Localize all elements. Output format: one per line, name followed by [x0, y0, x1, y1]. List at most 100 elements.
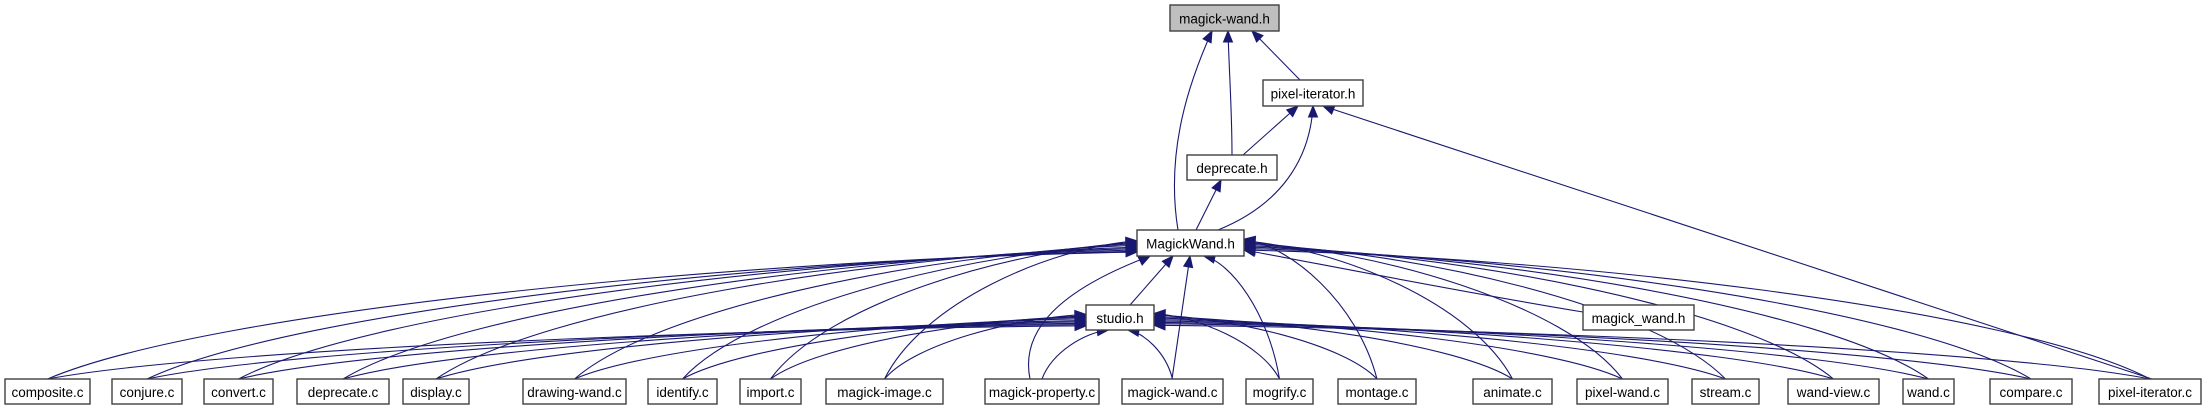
node-box[interactable]: [739, 378, 802, 405]
edges-layer: [47, 29, 2153, 380]
node-box[interactable]: [1085, 304, 1155, 331]
node-studio-h[interactable]: studio.h: [1085, 304, 1155, 331]
edge-line: [1041, 329, 1109, 380]
node-box[interactable]: [4, 378, 91, 405]
node-label: pixel-iterator.h: [1271, 87, 1356, 102]
node-box[interactable]: [1989, 378, 2073, 405]
edge-line: [47, 325, 1087, 380]
node-conjure-c[interactable]: conjure.c: [111, 378, 183, 405]
arrowhead-icon: [1251, 30, 1264, 43]
node-animate-c[interactable]: animate.c: [1472, 378, 1553, 405]
edge-magick-image-c-to-studio-h: [884, 309, 1088, 380]
node-stream-c[interactable]: stream.c: [1691, 378, 1760, 405]
edge-pixel-iterator-c-to-MagickWand-h: [1242, 245, 2151, 380]
node-magick-wand-c[interactable]: magick-wand.c: [1121, 378, 1224, 405]
edge-line: [1243, 247, 2032, 380]
arrowhead-icon: [1321, 105, 1336, 116]
node-magick_wand-h[interactable]: magick_wand.h: [1582, 304, 1695, 331]
node-box[interactable]: [1186, 154, 1278, 181]
edge-line: [682, 243, 1138, 380]
node-convert-c[interactable]: convert.c: [203, 378, 274, 405]
edge-line: [1242, 105, 1299, 156]
node-composite-c[interactable]: composite.c: [4, 378, 91, 405]
node-box[interactable]: [647, 378, 718, 405]
edge-MagickWand-h-to-pixel-iterator-h: [1217, 104, 1319, 231]
edge-line: [1243, 249, 1584, 313]
node-box[interactable]: [1576, 378, 1669, 405]
node-label: pixel-iterator.c: [2108, 385, 2192, 400]
node-box[interactable]: [1691, 378, 1760, 405]
node-magick-image-c[interactable]: magick-image.c: [825, 378, 944, 405]
edge-line: [1243, 238, 1378, 380]
edge-line: [342, 321, 1087, 380]
node-box[interactable]: [2098, 378, 2202, 405]
node-pixel-iterator-c[interactable]: pixel-iterator.c: [2098, 378, 2202, 405]
node-box[interactable]: [825, 378, 944, 405]
edge-import-c-to-MagickWand-h: [770, 237, 1139, 380]
node-label: convert.c: [211, 385, 266, 400]
edge-line: [238, 322, 1087, 380]
node-pixel-wand-c[interactable]: pixel-wand.c: [1576, 378, 1669, 405]
node-label: magick-wand.c: [1127, 385, 1217, 400]
edge-line: [1243, 249, 2151, 380]
node-box[interactable]: [1121, 378, 1224, 405]
node-box[interactable]: [296, 378, 390, 405]
node-montage-c[interactable]: montage.c: [1337, 378, 1417, 405]
node-magick-property-c[interactable]: magick-property.c: [984, 378, 1100, 405]
node-box[interactable]: [402, 378, 470, 405]
node-identify-c[interactable]: identify.c: [647, 378, 718, 405]
edge-line: [1028, 255, 1151, 380]
node-box[interactable]: [203, 378, 274, 405]
node-drawing-wand-c[interactable]: drawing-wand.c: [522, 378, 627, 405]
node-box[interactable]: [1245, 378, 1314, 405]
edge-line: [1153, 314, 1378, 380]
edge-deprecate-h-to-pixel-iterator-h: [1242, 105, 1299, 156]
node-deprecate-h[interactable]: deprecate.h: [1186, 154, 1278, 181]
edge-line: [1153, 317, 1623, 380]
node-box[interactable]: [1787, 378, 1880, 405]
node-box[interactable]: [1262, 79, 1364, 107]
node-box[interactable]: [1337, 378, 1417, 405]
node-label: magick-property.c: [989, 385, 1096, 400]
arrowhead-icon: [1137, 255, 1152, 266]
node-box[interactable]: [111, 378, 183, 405]
edge-line: [884, 313, 1087, 380]
edge-line: [574, 318, 1087, 380]
node-wand-c[interactable]: wand.c: [1902, 378, 1955, 405]
node-label: magick-image.c: [837, 385, 932, 400]
node-display-c[interactable]: display.c: [402, 378, 470, 405]
node-label: deprecate.h: [1196, 161, 1267, 176]
edge-line: [1153, 324, 2151, 380]
node-compare-c[interactable]: compare.c: [1989, 378, 2073, 405]
edge-display-c-to-MagickWand-h: [435, 242, 1139, 380]
node-box[interactable]: [522, 378, 627, 405]
node-mogrify-c[interactable]: mogrify.c: [1245, 378, 1314, 405]
edge-line: [1227, 30, 1233, 156]
node-import-c[interactable]: import.c: [739, 378, 802, 405]
node-box[interactable]: [1472, 378, 1553, 405]
edge-deprecate-h-to-magick-wand-h: [1222, 29, 1234, 156]
edge-composite-c-to-studio-h: [47, 320, 1088, 380]
node-pixel-iterator-h[interactable]: pixel-iterator.h: [1262, 79, 1364, 107]
node-deprecate-c[interactable]: deprecate.c: [296, 378, 390, 405]
node-wand-view-c[interactable]: wand-view.c: [1787, 378, 1880, 405]
node-label: montage.c: [1345, 385, 1408, 400]
node-box: [1169, 4, 1280, 32]
node-box[interactable]: [1902, 378, 1955, 405]
node-label: animate.c: [1483, 385, 1542, 400]
node-MagickWand-h[interactable]: MagickWand.h: [1136, 229, 1245, 257]
edge-MagickWand-h-to-deprecate-h: [1195, 178, 1222, 231]
node-label: magick_wand.h: [1592, 311, 1686, 326]
node-label: deprecate.c: [308, 385, 379, 400]
edge-line: [1127, 329, 1174, 380]
edge-line: [770, 241, 1138, 380]
arrowhead-icon: [1211, 178, 1222, 193]
edge-animate-c-to-MagickWand-h: [1242, 236, 1513, 380]
node-label: pixel-wand.c: [1585, 385, 1660, 400]
node-box[interactable]: [1136, 229, 1245, 257]
node-box[interactable]: [984, 378, 1100, 405]
node-box[interactable]: [1582, 304, 1695, 331]
edge-pixel-iterator-c-to-pixel-iterator-h: [1321, 105, 2153, 380]
node-magick-wand-h: magick-wand.h: [1169, 4, 1280, 32]
arrowhead-icon: [1202, 29, 1213, 44]
